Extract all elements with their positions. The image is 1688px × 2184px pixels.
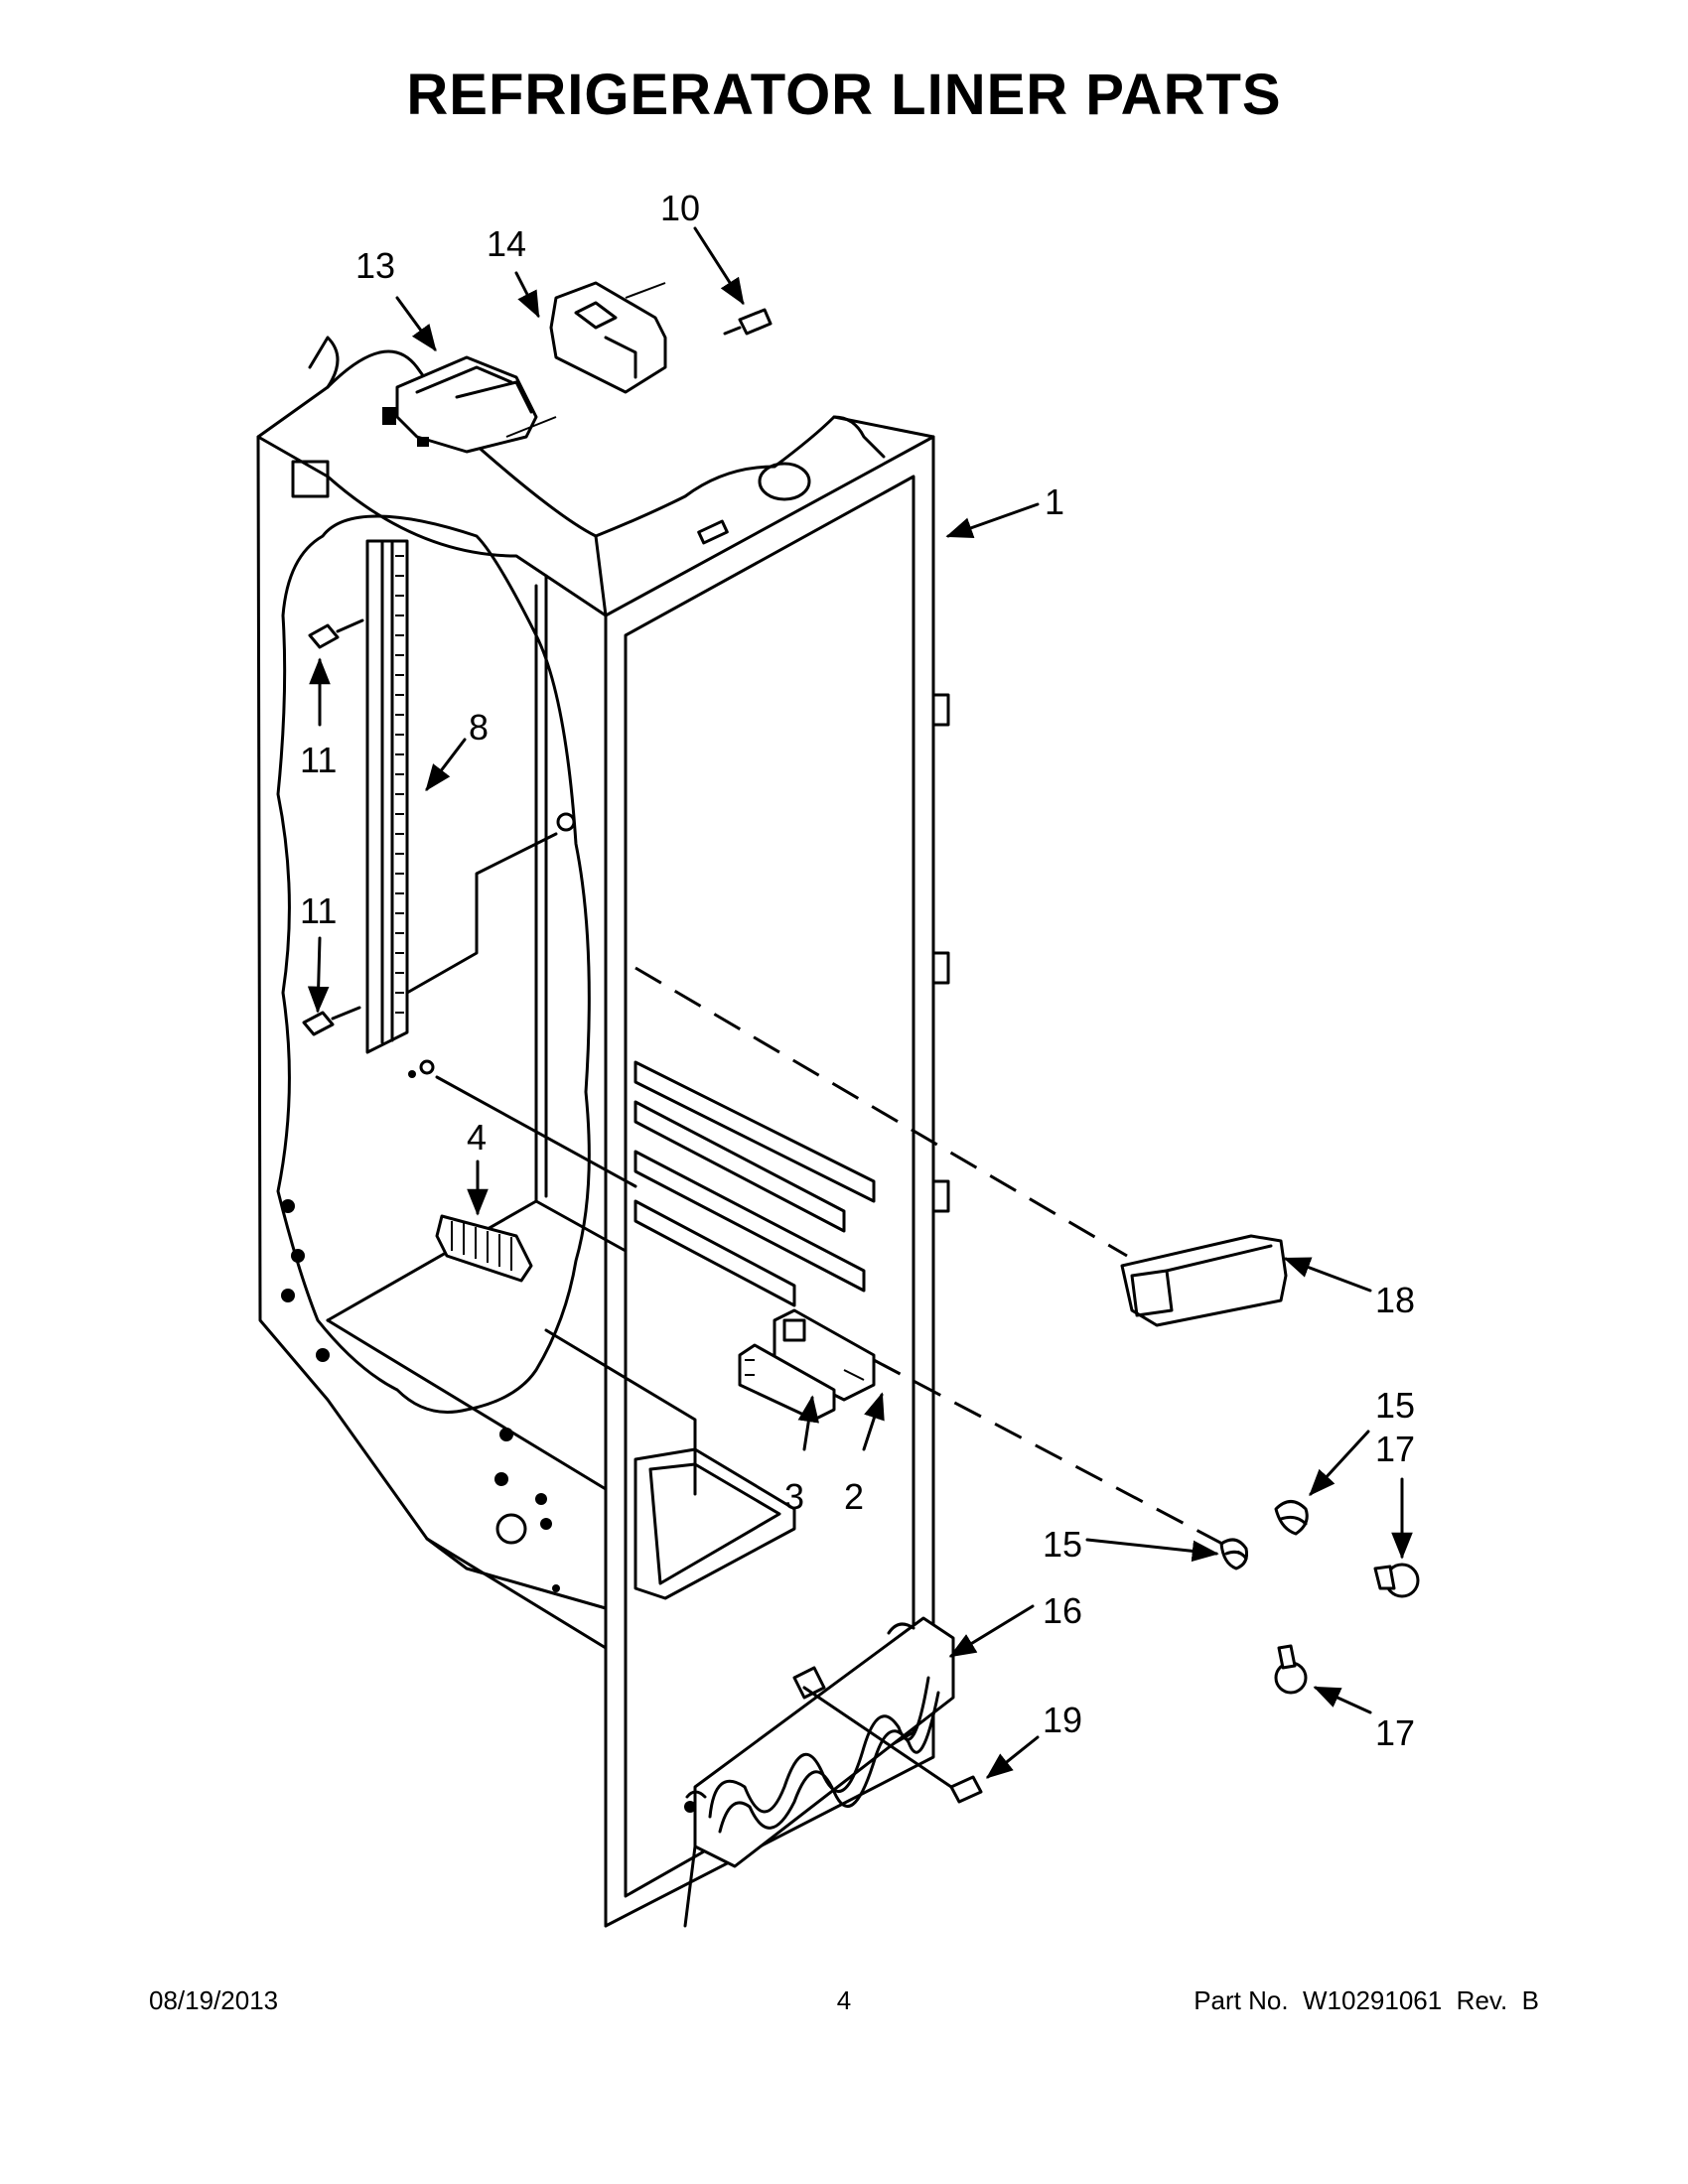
- callout-3: 3: [784, 1476, 804, 1517]
- callout-11-lower: 11: [300, 890, 337, 931]
- callout-15-lower: 15: [1043, 1524, 1082, 1565]
- part-17-fasteners: [1274, 1563, 1420, 1695]
- callout-15-upper: 15: [1375, 1385, 1415, 1426]
- part-14-bracket: [505, 281, 667, 438]
- callout-10: 10: [660, 188, 700, 228]
- part-4-vent: [435, 1214, 533, 1283]
- callout-17-upper: 17: [1375, 1429, 1415, 1469]
- part-19-screw: [949, 1775, 983, 1804]
- callout-1: 1: [1045, 481, 1064, 522]
- footer-part-number: Part No. W10291061 Rev. B: [1194, 1985, 1539, 2015]
- callout-19: 19: [1043, 1700, 1082, 1740]
- callout-2: 2: [844, 1476, 864, 1517]
- part-13-housing: [382, 355, 538, 454]
- callout-8: 8: [469, 707, 489, 748]
- assembly-lines: [435, 966, 1242, 1789]
- callout-13: 13: [355, 245, 395, 286]
- callout-4: 4: [467, 1117, 487, 1158]
- callout-14: 14: [487, 223, 526, 264]
- callout-17-lower: 17: [1375, 1712, 1415, 1753]
- leader-arrows: [307, 226, 1413, 1779]
- part-8-rail: [365, 539, 576, 1054]
- part-11-screws: [302, 618, 435, 1078]
- footer-page-number: 4: [836, 1985, 852, 2015]
- footer-date: 08/19/2013: [149, 1985, 279, 2015]
- part-15-clips: [1219, 1500, 1309, 1570]
- part-16-evaporator: [683, 1616, 955, 1928]
- callout-labels: 1 2 3 4 8 10 11 11 13 14 15 15 16 17 17 …: [300, 188, 1415, 1753]
- callout-16: 16: [1043, 1590, 1082, 1631]
- callout-18: 18: [1375, 1280, 1415, 1320]
- part-2-3-brackets: [738, 1308, 876, 1422]
- part-10-screw: [723, 308, 773, 336]
- page-title: REFRIGERATOR LINER PARTS: [406, 63, 1282, 127]
- callout-11-upper: 11: [300, 740, 337, 780]
- part-18-duct: [1120, 1234, 1288, 1327]
